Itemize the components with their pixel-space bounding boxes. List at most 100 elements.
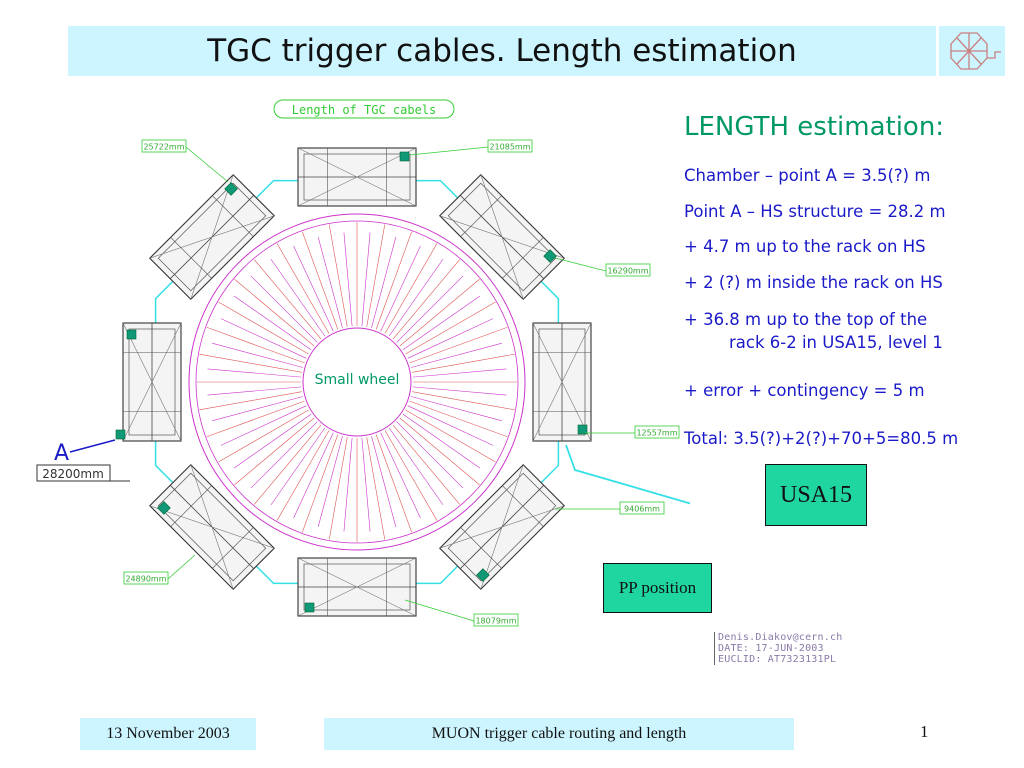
callout-box [141,139,187,153]
wheel-spoke [199,391,302,411]
wheel-spoke [366,437,386,540]
wheel-spoke [270,258,326,337]
wheel-spoke [343,437,353,532]
wheel-spoke [407,318,494,359]
wheel-spoke [388,427,444,506]
callout-leader [554,257,607,272]
wheel-spoke [375,434,413,533]
estimate-line: + 36.8 m up to the top of the [684,310,928,329]
wheel-spoke [207,368,302,378]
wheel-spoke [384,243,438,334]
wheel-spoke [301,434,339,533]
title-bar: TGC trigger cables. Length estimation [68,26,936,76]
total-line: Total: 3.5(?)+2(?)+70+5=80.5 m [684,429,959,448]
wheel-spoke [388,258,444,337]
wheel-spoke [276,243,330,334]
wheel-spoke [412,368,507,378]
slide-title: TGC trigger cables. Length estimation [207,33,797,69]
footer-date: 13 November 2003 [80,718,256,750]
wheel-spoke [293,245,334,332]
callout-box [473,613,519,627]
stamp-email: Denis.Diakov@cern.ch [718,632,843,643]
wheel-spoke [411,342,502,368]
point-a-marker [115,429,126,440]
wheel-spoke [233,295,312,351]
wheel-spoke [343,232,353,327]
wheel-spoke [396,421,464,489]
callout-box [619,501,665,515]
wheel-spoke [218,301,309,355]
wheel-outer-ring-inner [195,220,519,544]
wheel-spoke [396,275,464,343]
callout-length: 24890mm [125,575,166,584]
atlas-logo [939,26,1005,76]
wheel-spoke [366,224,386,327]
estimate-line: + 2 (?) m inside the rack on HS [684,273,943,292]
wheel-spoke [399,278,480,347]
wheel-spoke [361,437,371,532]
wheel-spoke [206,326,305,364]
wheel-spoke [250,421,318,489]
wheel-spoke [220,405,307,446]
page-number: 1 [920,722,929,741]
callout-length: 25722mm [143,143,184,152]
estimate-line: Chamber – point A = 3.5(?) m [684,166,931,185]
wheel-outer-ring [188,213,526,551]
stamp-date: DATE: 17-JUN-2003 [718,643,824,654]
chamber-frame [148,173,276,301]
wheel-spoke [409,326,508,364]
wheel-inner-ring [302,327,412,437]
wheel-spoke [412,353,515,373]
footer-title: MUON trigger cable routing and length [324,718,794,750]
wheel-spoke [328,224,348,327]
wheel-spoke [212,342,303,368]
panel-title: LENGTH estimation: [684,112,945,142]
callout-leader [167,554,196,580]
wheel-spoke [361,232,371,327]
wheel-spoke [301,231,339,330]
small-wheel-label: Small wheel [315,372,400,388]
callout-length: 16290mm [607,267,648,276]
callout-length: 9406mm [624,505,660,514]
wheel-spoke [253,259,322,340]
chamber-frame [532,322,592,442]
callout-leader [185,146,229,183]
wheel-spoke [392,259,461,340]
estimate-line: + error + contingency = 5 m [684,381,925,400]
chamber-frame [438,173,566,301]
wheel-spoke [402,295,481,351]
chamber-frame [438,463,566,591]
chamber-frame [122,322,182,442]
wheel-spoke [218,409,309,463]
wheel-spoke [411,396,502,422]
callout-length: 21085mm [489,143,530,152]
wheel-spoke [234,278,315,347]
callout-leader [404,599,475,622]
drawing-heading-frame [273,99,455,119]
wheel-spoke [207,386,302,396]
wheel-spoke [276,430,330,521]
wheel-spoke [253,424,322,505]
cable-route-usa15 [565,444,690,505]
estimate-line: + 4.7 m up to the rack on HS [684,237,926,256]
wheel-spoke [405,301,496,355]
atlas-logo-icon [950,32,1001,70]
chamber-frame [297,147,417,207]
wheel-spoke [405,409,496,463]
drawing-heading: Length of TGC cabels [292,103,437,117]
callout-box [605,263,651,277]
usa15-box: USA15 [765,464,867,526]
wheel-spoke [412,386,507,396]
wheel-spoke [380,432,421,519]
wheel-spoke [233,413,312,469]
chamber-frame [297,557,417,617]
callout-box [123,571,169,585]
wheel-spoke [392,424,461,505]
wheel-spoke [234,417,315,486]
wheel-spoke [270,427,326,506]
wheel-spoke [375,231,413,330]
wheel-spoke [199,353,302,373]
wheel-spoke [399,417,480,486]
point-a-length-box [36,464,111,482]
callout-box [487,139,533,153]
